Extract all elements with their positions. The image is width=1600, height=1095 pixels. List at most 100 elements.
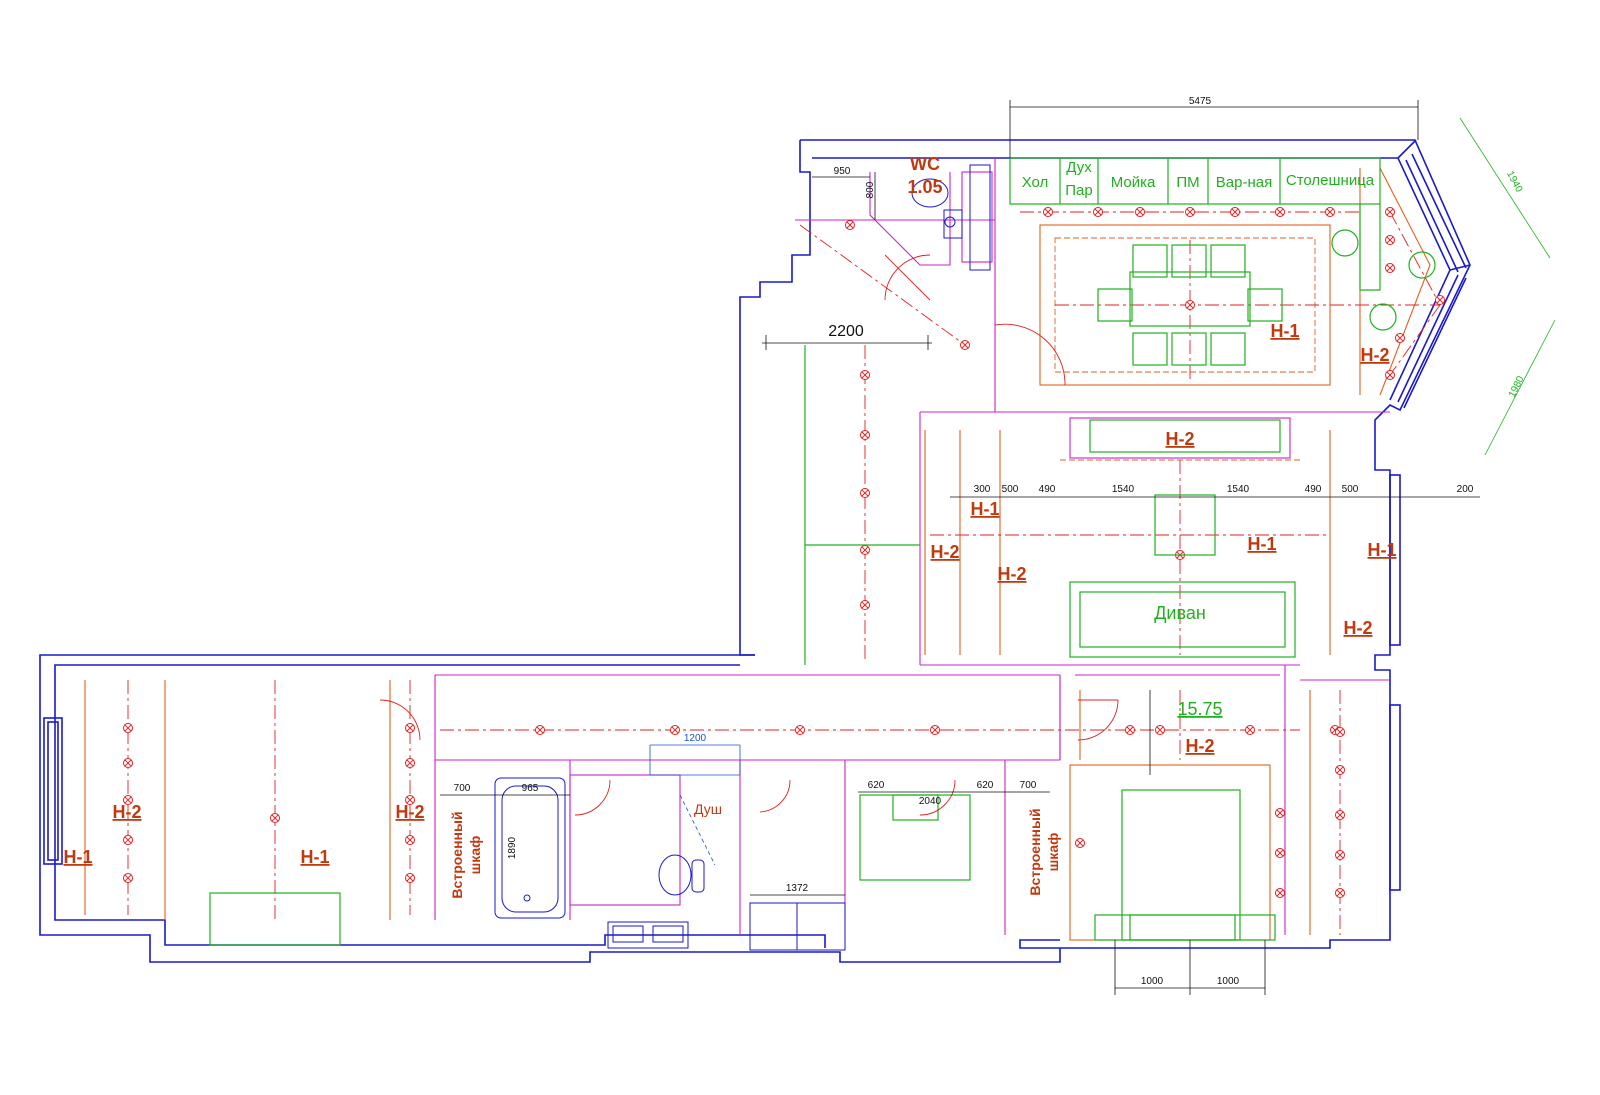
light-fixture-icon bbox=[1245, 725, 1255, 735]
light-fixture-icon bbox=[1275, 207, 1285, 217]
light-fixture-icon bbox=[1385, 235, 1395, 245]
label-pm: ПМ bbox=[1176, 174, 1199, 191]
light-fixture-icon bbox=[1275, 888, 1285, 898]
ceiling-tag-bedroom-left-h1: Н-1 bbox=[300, 847, 329, 867]
wardrobe-right-line2: шкаф bbox=[1045, 833, 1061, 872]
light-fixture-icon bbox=[123, 795, 133, 805]
ceiling-tag-living-h2-left: Н-2 bbox=[997, 564, 1026, 584]
dim-1540-left: 1540 bbox=[1112, 484, 1135, 495]
light-fixture-icon bbox=[1043, 207, 1053, 217]
dim-1372: 1372 bbox=[786, 883, 809, 894]
ceiling-tag-left-h2: Н-2 bbox=[112, 802, 141, 822]
light-fixture-icon bbox=[1135, 207, 1145, 217]
light-fixture-icon bbox=[860, 545, 870, 555]
wardrobe-right-line1: Встроенный bbox=[1027, 808, 1043, 895]
dim-2200: 2200 bbox=[828, 323, 864, 340]
furniture bbox=[209, 157, 1436, 946]
light-fixture-icon bbox=[1385, 370, 1395, 380]
dim-500-left: 500 bbox=[1002, 484, 1019, 495]
light-fixture-icon bbox=[1155, 725, 1165, 735]
wardrobe-left-line2: шкаф bbox=[467, 836, 483, 875]
light-fixture-icon bbox=[1075, 838, 1085, 848]
light-fixture-icon bbox=[1395, 333, 1405, 343]
light-fixture-icon bbox=[1185, 300, 1195, 310]
light-fixture-icon bbox=[930, 725, 940, 735]
light-fixture-icon bbox=[1335, 727, 1345, 737]
dim-1200: 1200 bbox=[684, 733, 707, 744]
ceiling-tag-kitchen-h2: Н-2 bbox=[1360, 345, 1389, 365]
ceiling-tag-kitchen-h1: Н-1 bbox=[1270, 321, 1299, 341]
ceiling-outlines bbox=[84, 167, 1431, 941]
light-fixture-icon bbox=[123, 835, 133, 845]
label-varnaya: Вар-ная bbox=[1216, 174, 1272, 191]
light-fixture-icon bbox=[123, 873, 133, 883]
ceiling-tag-left2-h2: Н-2 bbox=[395, 802, 424, 822]
light-fixture-icon bbox=[1335, 888, 1345, 898]
ceiling-tags: Н-1 Н-2 Н-2 Н-1 Н-1 Н-1 Н-2 Н-2 Н-2 Н-2 … bbox=[63, 321, 1396, 867]
light-fixture-icon bbox=[1230, 207, 1240, 217]
label-par: Пар bbox=[1065, 182, 1092, 199]
dim-300: 300 bbox=[974, 484, 991, 495]
light-fixture-icon bbox=[1125, 725, 1135, 735]
inner-partitions bbox=[434, 158, 1390, 935]
light-fixture-icon bbox=[670, 725, 680, 735]
dim-1890: 1890 bbox=[507, 836, 518, 859]
door-swings bbox=[379, 254, 1119, 866]
label-hol: Хол bbox=[1022, 174, 1049, 191]
light-fixture-icon bbox=[405, 795, 415, 805]
wc-label: WC bbox=[910, 154, 940, 174]
light-fixture-icon bbox=[123, 723, 133, 733]
axis-lines bbox=[127, 211, 1441, 935]
label-stoleshnica: Столешница bbox=[1286, 172, 1375, 189]
light-fixtures bbox=[123, 207, 1445, 898]
label-duh: Дух bbox=[1066, 159, 1092, 176]
ceiling-tag-living-top-h2: Н-2 bbox=[1165, 429, 1194, 449]
ceiling-tag-living-h1: Н-1 bbox=[1247, 534, 1276, 554]
dim-800: 800 bbox=[865, 181, 876, 198]
light-fixture-icon bbox=[960, 340, 970, 350]
dim-620-right: 620 bbox=[977, 780, 994, 791]
light-fixture-icon bbox=[270, 813, 280, 823]
dim-1000-right: 1000 bbox=[1217, 976, 1240, 987]
light-fixture-icon bbox=[123, 758, 133, 768]
dim-965: 965 bbox=[522, 783, 539, 794]
dim-700-right: 700 bbox=[1020, 780, 1037, 791]
dim-200: 200 bbox=[1457, 484, 1474, 495]
light-fixture-icon bbox=[1325, 207, 1335, 217]
light-fixture-icon bbox=[1093, 207, 1103, 217]
ceiling-tag-left-h1: Н-1 bbox=[63, 847, 92, 867]
kitchen-labels: Хол Дух Пар Мойка ПМ Вар-ная Столешница bbox=[1022, 159, 1375, 199]
dim-620-left: 620 bbox=[868, 780, 885, 791]
light-fixture-icon bbox=[860, 488, 870, 498]
dim-950: 950 bbox=[834, 166, 851, 177]
dim-490-left: 490 bbox=[1039, 484, 1056, 495]
light-fixture-icon bbox=[1385, 263, 1395, 273]
light-fixture-icon bbox=[405, 758, 415, 768]
wardrobe-left-line1: Встроенный bbox=[449, 811, 465, 898]
light-fixture-icon bbox=[1335, 810, 1345, 820]
light-fixture-icon bbox=[1275, 808, 1285, 818]
light-fixture-icon bbox=[1335, 850, 1345, 860]
dim-700-left: 700 bbox=[454, 783, 471, 794]
light-fixture-icon bbox=[535, 725, 545, 735]
dim-5475: 5475 bbox=[1189, 96, 1212, 107]
light-fixture-icon bbox=[860, 600, 870, 610]
light-fixture-icon bbox=[1435, 295, 1445, 305]
shower-label: Душ bbox=[694, 801, 722, 817]
ceiling-tag-corridor-h2: Н-2 bbox=[930, 542, 959, 562]
ceiling-tag-living-h1-right: Н-1 bbox=[1367, 540, 1396, 560]
light-fixture-icon bbox=[845, 220, 855, 230]
light-fixture-icon bbox=[1335, 765, 1345, 775]
dim-1980: 1980 bbox=[1507, 374, 1527, 399]
light-fixture-icon bbox=[1275, 848, 1285, 858]
ceiling-tag-living-h1-a: Н-1 bbox=[970, 499, 999, 519]
dim-2040: 2040 bbox=[919, 796, 942, 807]
light-fixture-icon bbox=[795, 725, 805, 735]
wc-area: 1.05 bbox=[907, 177, 942, 197]
bathroom-fixtures bbox=[494, 164, 991, 951]
ceiling-tag-bedroom-h2: Н-2 bbox=[1185, 736, 1214, 756]
bedroom-area: 15.75 bbox=[1177, 699, 1222, 719]
light-fixture-icon bbox=[1385, 207, 1395, 217]
dim-500-right: 500 bbox=[1342, 484, 1359, 495]
